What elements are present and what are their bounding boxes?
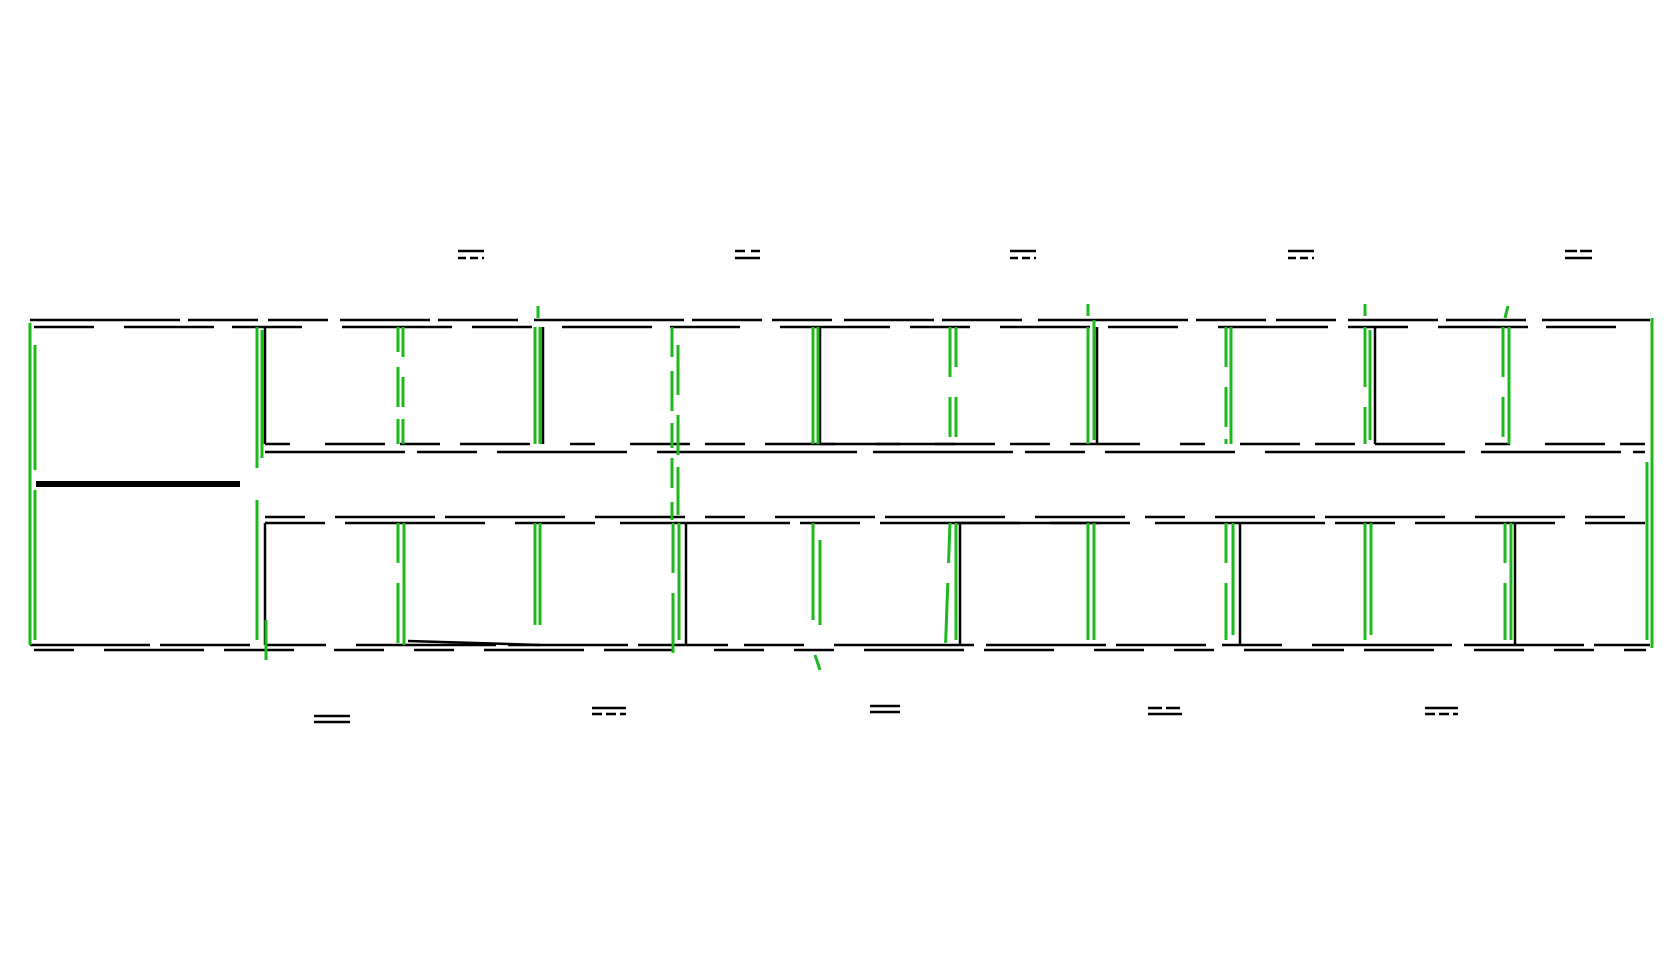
openings: [28, 304, 1654, 671]
corridor-walls: [265, 442, 1645, 525]
room-partitions: [263, 327, 1517, 647]
top-marker: [1010, 249, 1036, 260]
opening-lower-e3: [813, 654, 822, 671]
top-marker: [735, 249, 760, 260]
bottom-marker: [314, 714, 350, 724]
bottom-marker: [870, 704, 900, 714]
bottom-marker: [1148, 706, 1182, 716]
top-marker: [1565, 249, 1592, 260]
bottom-markers: [314, 704, 1458, 724]
outer-walls: [30, 318, 1650, 652]
bottom-marker: [1425, 706, 1458, 716]
opening-top-tick-4: [1503, 305, 1510, 319]
opening-lower-f1: [943, 522, 952, 661]
room-wall-inner-c: [407, 639, 541, 647]
top-marker: [458, 249, 484, 260]
top-markers: [458, 249, 1592, 260]
bottom-marker: [592, 706, 626, 716]
top-marker: [1288, 249, 1314, 260]
